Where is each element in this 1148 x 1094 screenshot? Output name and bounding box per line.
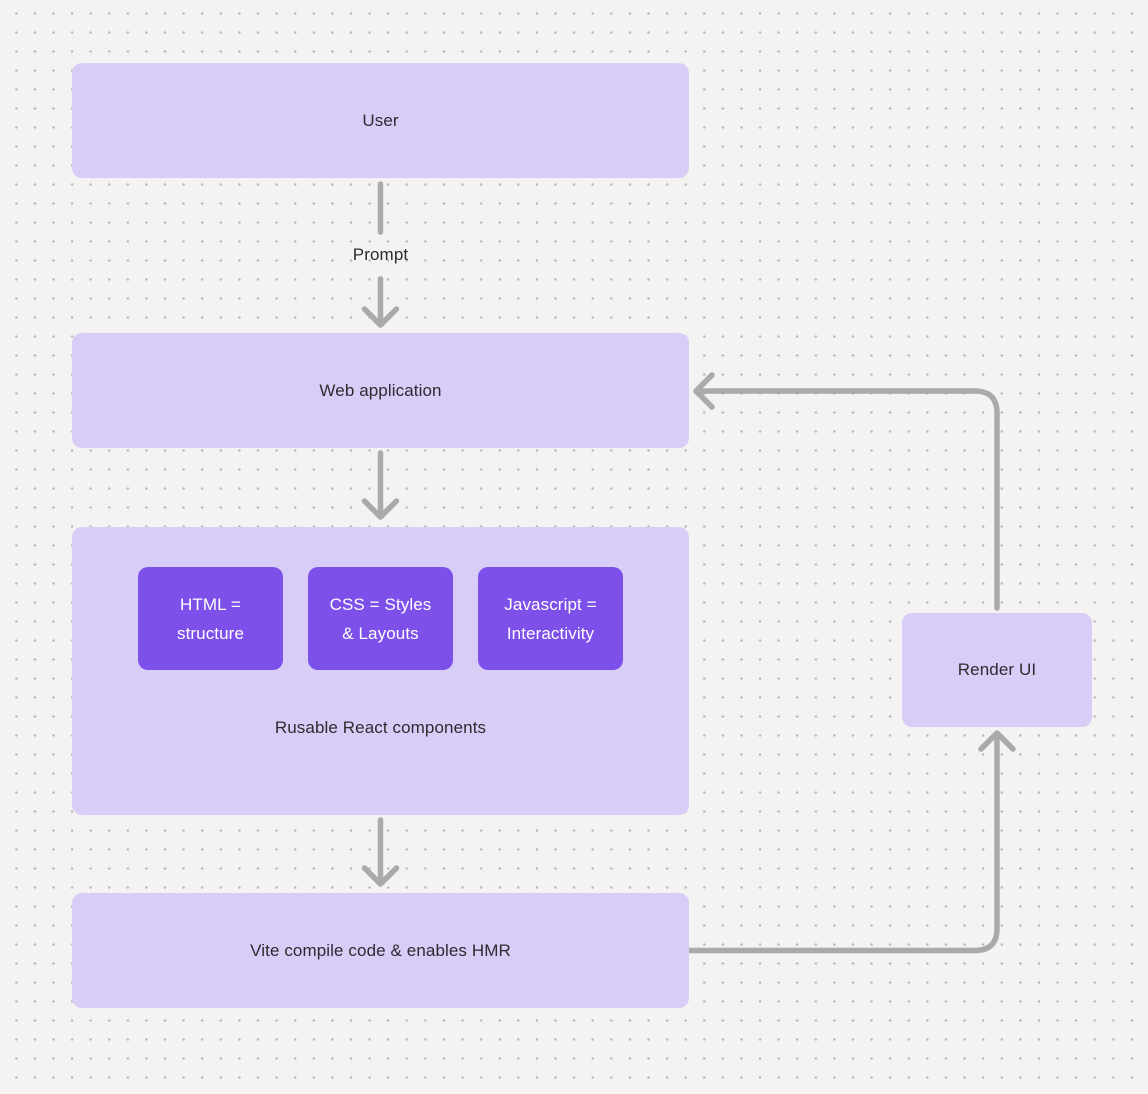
- connector-vite-to-render[interactable]: [687, 735, 1000, 954]
- arrowhead-down-components: [361, 498, 400, 520]
- chip-html[interactable]: HTML = structure: [138, 567, 283, 670]
- connector-render-to-webapp[interactable]: [698, 388, 1000, 611]
- chip-css-label: CSS = Styles & Layouts: [329, 594, 432, 643]
- chip-html-label: HTML = structure: [176, 594, 245, 643]
- chip-javascript[interactable]: Javascript = Interactivity: [478, 567, 623, 670]
- node-render-ui[interactable]: Render UI: [902, 613, 1092, 727]
- arrowhead-up-render: [978, 730, 1016, 752]
- node-components-caption: Rusable React components: [274, 718, 487, 737]
- connector-label-prompt[interactable]: Prompt: [352, 245, 409, 264]
- node-web-application[interactable]: Web application: [72, 333, 689, 448]
- node-user-label: User: [362, 110, 399, 130]
- arrowhead-down-vite: [361, 865, 400, 887]
- chip-css[interactable]: CSS = Styles & Layouts: [308, 567, 453, 670]
- node-vite-label: Vite compile code & enables HMR: [250, 940, 511, 960]
- node-web-application-label: Web application: [319, 380, 442, 400]
- node-components-group[interactable]: HTML = structure CSS = Styles & Layouts …: [72, 527, 689, 815]
- node-vite[interactable]: Vite compile code & enables HMR: [72, 893, 689, 1008]
- arrowhead-down-webapp: [361, 306, 400, 328]
- node-render-ui-label: Render UI: [957, 660, 1037, 679]
- arrowhead-left-webapp: [693, 372, 715, 410]
- node-user[interactable]: User: [72, 63, 689, 178]
- chip-javascript-label: Javascript = Interactivity: [504, 594, 597, 643]
